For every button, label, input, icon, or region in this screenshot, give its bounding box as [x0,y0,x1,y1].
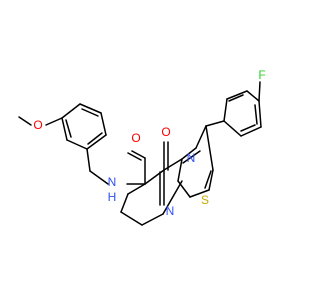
atom-labels: F O N N H O N S O [33,68,265,218]
bond [87,132,103,145]
bond [208,169,214,191]
bond [131,150,146,159]
bond [162,180,183,215]
bond [66,139,88,150]
bond [181,147,197,160]
bond [204,170,212,189]
bond [120,193,129,213]
bond [258,100,262,128]
bond [205,125,214,171]
bond [254,104,258,125]
bond [205,120,225,127]
bond [81,108,99,117]
bond [127,152,142,161]
bond [163,158,183,171]
bond [246,90,260,102]
amide-nitrogen-label: N [108,175,117,189]
bond [79,103,102,114]
bond [189,189,210,198]
fluorine-label: F [258,68,265,82]
bond [226,90,248,100]
bond [223,98,228,122]
bond [18,116,32,126]
bond [240,126,262,137]
bond [127,183,146,195]
ring-nitrogen-label: N [187,151,196,165]
bond [258,81,261,102]
bond [89,170,109,185]
bond [120,211,143,226]
sulfur-label: S [201,193,209,207]
bond [223,120,242,137]
bond [65,119,72,138]
bond [61,117,68,141]
bond [144,169,165,185]
bond [177,158,183,182]
amide-hydrogen-label: H [108,190,117,204]
pyrimidine-nitrogen-label: N [166,204,175,218]
bond [45,117,63,126]
bond [100,112,107,136]
bond [228,94,244,102]
bond [86,148,91,172]
methoxy-oxygen-label: O [33,118,42,132]
bond [86,134,107,150]
carbonyl-oxygen-amide-label: O [131,131,140,145]
carbonyl-oxygen-label: O [161,125,170,139]
bonds [18,81,262,226]
bond [195,125,207,149]
bond [240,124,256,132]
bond [182,150,201,164]
molecule-structure: F O N N H O N S O [18,68,266,226]
bond [61,103,81,119]
bond [141,213,164,226]
